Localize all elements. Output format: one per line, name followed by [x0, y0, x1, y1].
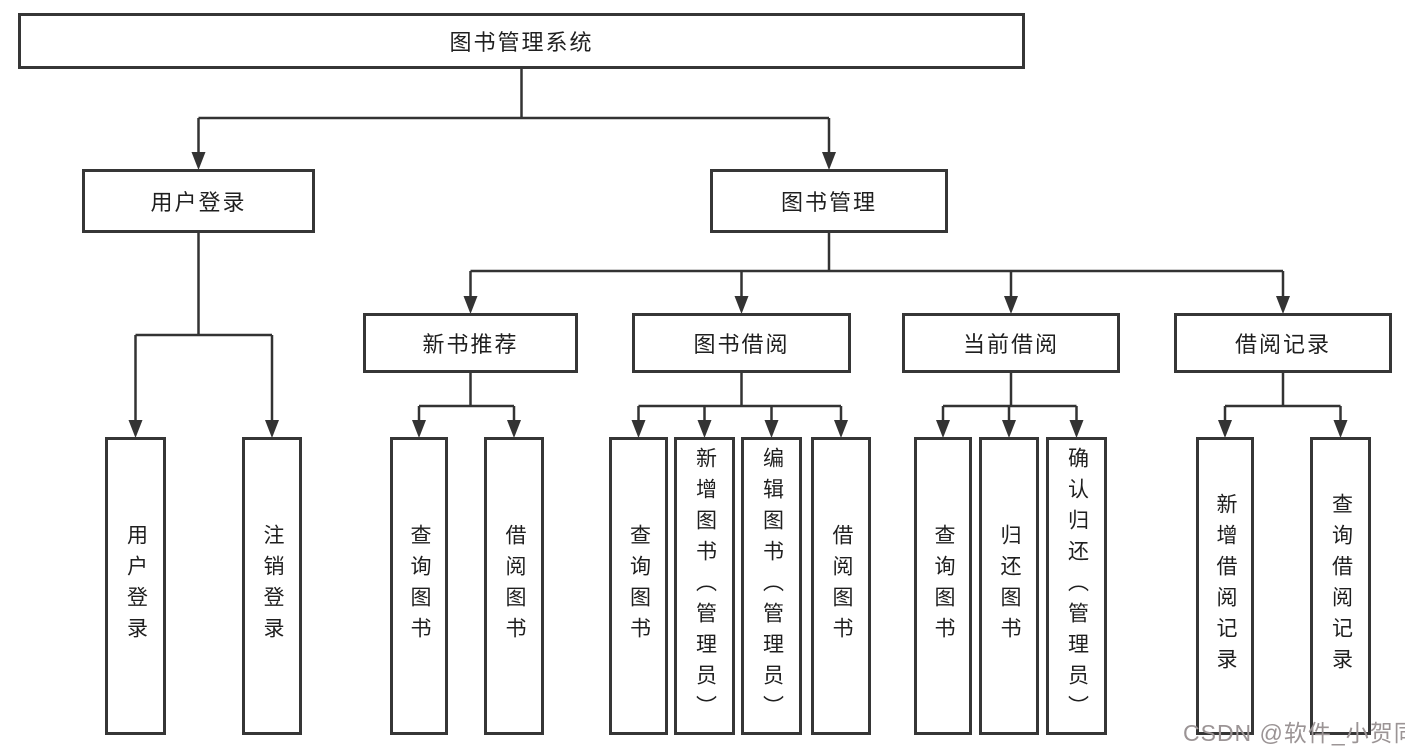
node-book-borrowing: 图书借阅 [632, 313, 851, 373]
arrowhead-icon [834, 420, 848, 438]
node-borrow-books-2: 借阅图书 [811, 437, 871, 735]
arrowhead-icon [463, 296, 478, 314]
node-edit-books-admin: 编辑图书（管理员） [741, 437, 802, 735]
node-add-borrow-record: 新增借阅记录 [1196, 437, 1254, 735]
node-user-login: 用户登录 [105, 437, 166, 735]
node-confirm-return-admin: 确认归还（管理员） [1046, 437, 1107, 735]
node-user-login-group: 用户登录 [82, 169, 315, 233]
watermark: CSDN @软件_小贺同学 [1183, 720, 1405, 746]
node-root: 图书管理系统 [18, 13, 1025, 69]
arrowhead-icon [412, 420, 426, 438]
arrowhead-icon [191, 152, 206, 170]
node-current-borrowing: 当前借阅 [902, 313, 1120, 373]
node-borrow-books-1: 借阅图书 [484, 437, 544, 735]
node-book-management: 图书管理 [710, 169, 948, 233]
arrowhead-icon [734, 296, 749, 314]
node-query-borrow-record: 查询借阅记录 [1310, 437, 1371, 735]
arrowhead-icon [936, 420, 950, 438]
node-borrowing-records: 借阅记录 [1174, 313, 1392, 373]
node-query-books-1: 查询图书 [390, 437, 448, 735]
arrowhead-icon [1069, 420, 1084, 438]
arrowhead-icon [1333, 420, 1348, 438]
arrowhead-icon [265, 420, 279, 438]
arrowhead-icon [822, 152, 836, 170]
arrowhead-icon [697, 420, 712, 438]
arrowhead-icon [128, 420, 143, 438]
node-query-books-2: 查询图书 [609, 437, 668, 735]
node-logout: 注销登录 [242, 437, 302, 735]
node-query-books-3: 查询图书 [914, 437, 972, 735]
arrowhead-icon [764, 420, 779, 438]
node-new-book-recommend: 新书推荐 [363, 313, 578, 373]
arrowhead-icon [507, 420, 521, 438]
arrowhead-icon [631, 420, 646, 438]
arrowhead-icon [1218, 420, 1232, 438]
node-return-books: 归还图书 [979, 437, 1039, 735]
node-add-books-admin: 新增图书（管理员） [674, 437, 735, 735]
arrowhead-icon [1004, 296, 1018, 314]
arrowhead-icon [1276, 296, 1290, 314]
arrowhead-icon [1002, 420, 1016, 438]
